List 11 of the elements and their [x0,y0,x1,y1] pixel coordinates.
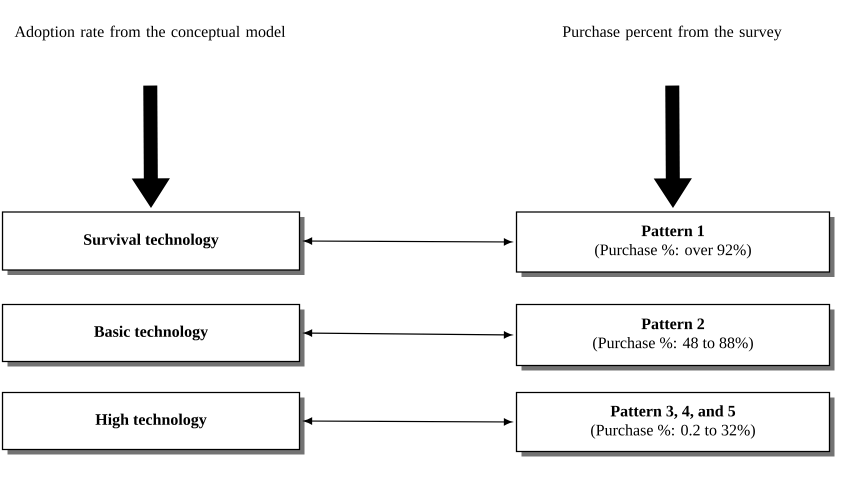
text-box: Basic technology [2,304,304,366]
arrow [304,330,512,338]
text-box: Pattern 1 (Purchase %: over 92%) [516,211,834,277]
arrow [304,238,512,246]
heading-text: Purchase percent from the survey [562,26,782,40]
text-box: Pattern 2 (Purchase %: 48 to 88%) [516,304,834,370]
heading-text: Adoption rate from the conceptual model [14,26,286,40]
text-box: High technology [2,392,304,454]
arrow [304,418,512,426]
text-box: Survival technology [2,211,304,275]
text-box: Pattern 3, 4, and 5 (Purchase %: 0.2 to 32%) [516,392,834,456]
